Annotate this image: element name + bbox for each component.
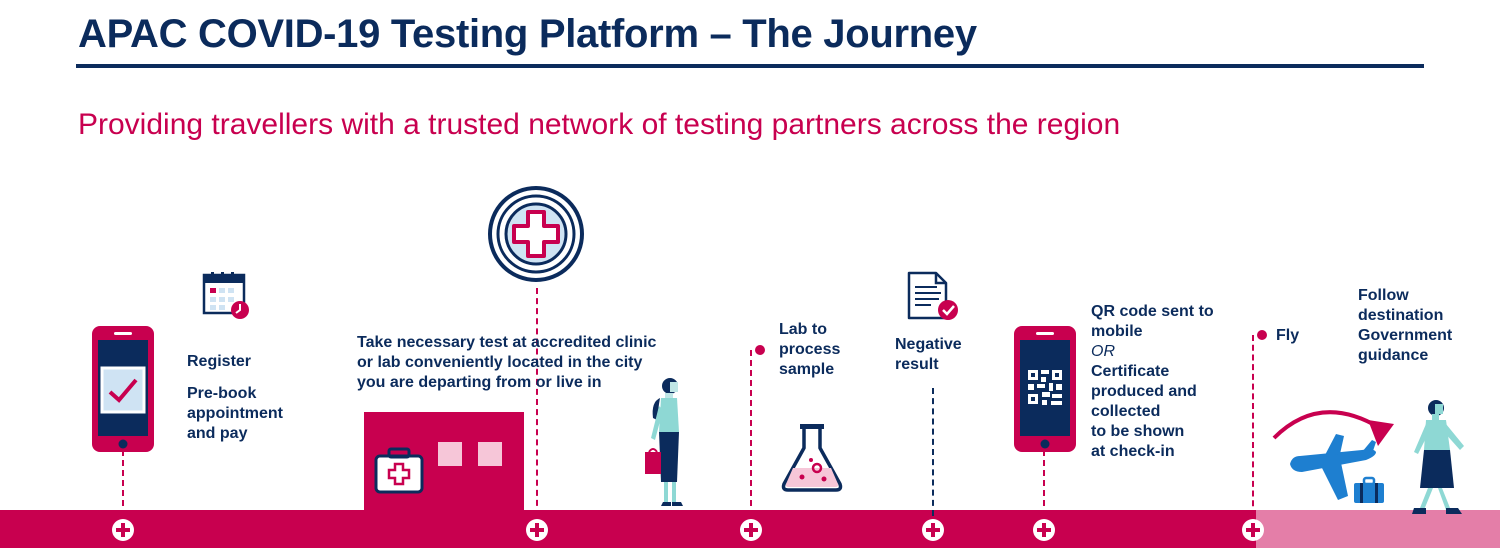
medical-cross-badge-icon — [488, 186, 584, 282]
result-line: result — [895, 356, 939, 373]
timeline-marker-fly — [1242, 519, 1264, 541]
phone-qr-icon — [1014, 326, 1076, 452]
connector-qr — [1043, 450, 1045, 516]
register-detail-line: appointment — [187, 405, 283, 422]
timeline-band-destination — [1256, 510, 1500, 548]
timeline-marker-qr — [1033, 519, 1055, 541]
qr-line: to be shown — [1091, 423, 1185, 440]
follow-line: Government — [1358, 327, 1453, 344]
qr-line: at check-in — [1091, 443, 1175, 460]
result-line: Negative — [895, 336, 962, 353]
clinic-building-icon — [364, 412, 524, 512]
connector-lab — [750, 350, 752, 516]
fly-label: Fly — [1276, 327, 1300, 344]
connector-dot-fly — [1257, 330, 1267, 340]
connector-fly — [1252, 335, 1254, 516]
connector-dot-lab — [755, 345, 765, 355]
page-title: APAC COVID-19 Testing Platform – The Jou… — [78, 12, 977, 56]
lab-description: Lab to process sample — [779, 320, 840, 380]
qr-line: mobile — [1091, 323, 1143, 340]
register-detail: Pre-book appointment and pay — [187, 384, 283, 444]
lab-line: sample — [779, 361, 835, 378]
document-check-icon — [907, 271, 958, 320]
qr-line: Certificate — [1091, 363, 1170, 380]
flask-icon — [781, 424, 843, 492]
connector-register — [122, 450, 124, 516]
follow-description: Follow destination Government guidance — [1358, 286, 1452, 366]
timeline-marker-lab — [740, 519, 762, 541]
walking-woman-icon — [1412, 400, 1464, 514]
calendar-clock-icon — [202, 272, 249, 319]
qr-or-label: OR — [1091, 343, 1115, 360]
lab-line: Lab to — [779, 321, 827, 338]
test-line: or lab conveniently located in the city — [357, 354, 643, 371]
register-title: Register — [187, 353, 252, 370]
qr-line: QR code sent to — [1091, 303, 1214, 320]
connector-result — [932, 388, 934, 516]
page-subtitle: Providing travellers with a trusted netw… — [78, 108, 1121, 141]
traveller-woman-icon — [645, 378, 683, 506]
result-description: Negative result — [895, 335, 962, 375]
phone-check-icon — [92, 326, 154, 452]
follow-line: guidance — [1358, 347, 1429, 364]
lab-line: process — [779, 341, 841, 358]
follow-line: destination — [1358, 307, 1444, 324]
timeline-marker-result — [922, 519, 944, 541]
qr-description: QR code sent to mobile OR Certificate pr… — [1091, 302, 1214, 462]
title-divider — [76, 64, 1424, 68]
timeline-marker-register — [112, 519, 134, 541]
qr-line: produced and — [1091, 383, 1197, 400]
test-description: Take necessary test at accredited clinic… — [357, 333, 656, 393]
test-line: you are departing from or live in — [357, 374, 602, 391]
arc-arrow-icon — [1272, 410, 1394, 446]
register-detail-line: Pre-book — [187, 385, 257, 402]
airplane-icon — [1290, 434, 1376, 500]
suitcase-icon — [1354, 476, 1384, 503]
register-detail-line: and pay — [187, 425, 248, 442]
qr-line: collected — [1091, 403, 1161, 420]
follow-line: Follow — [1358, 287, 1409, 304]
test-line: Take necessary test at accredited clinic — [357, 334, 657, 351]
connector-test — [536, 288, 538, 516]
timeline-marker-test — [526, 519, 548, 541]
